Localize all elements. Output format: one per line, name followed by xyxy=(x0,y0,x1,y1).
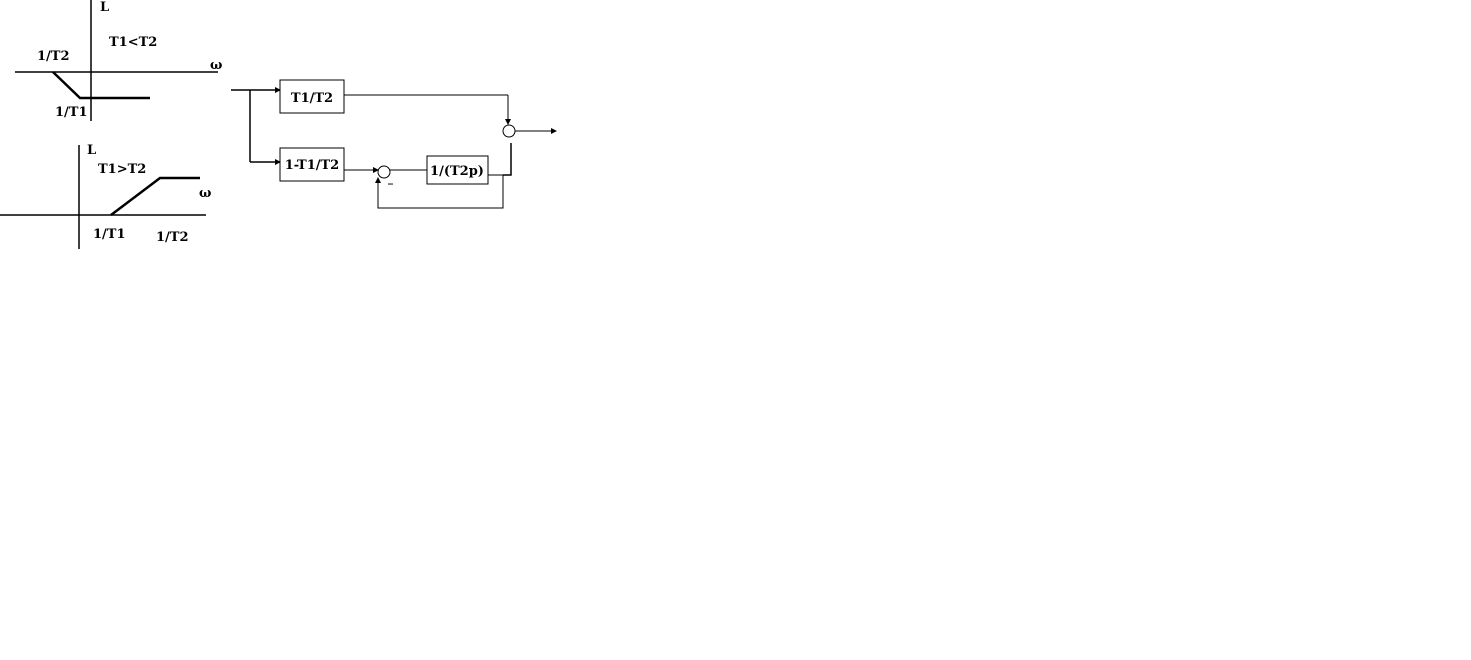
plot-top: L ω T1<T2 1/T2 1/T1 xyxy=(15,0,222,121)
plot-bottom-x-axis-label: ω xyxy=(199,186,211,201)
plot-top-break-label-1: 1/T2 xyxy=(37,49,70,64)
feedback-minus-sign: _ xyxy=(388,174,393,185)
integrator-block xyxy=(426,155,489,185)
gain-block xyxy=(279,79,345,114)
plot-top-magnitude-curve xyxy=(52,71,150,100)
plot-top-y-axis-label: L xyxy=(100,0,109,15)
plot-top-break-label-2: 1/T1 xyxy=(55,105,88,120)
plot-bottom-break-label-1: 1/T1 xyxy=(93,227,126,242)
plot-top-x-axis-label: ω xyxy=(210,58,222,73)
plot-bottom: L ω T1>T2 1/T1 1/T2 xyxy=(0,143,211,249)
lower-block-label: 1-T1/T2 xyxy=(285,158,339,173)
plot-bottom-y-axis-label: L xyxy=(87,143,96,158)
feedback-summing-junction xyxy=(377,165,391,179)
integrator-to-summer-line xyxy=(503,143,512,176)
block-diagram: T1/T2 1-T1/T2 _ 1/(T2p) xyxy=(231,79,557,209)
plot-bottom-break-label-2: 1/T2 xyxy=(156,230,189,245)
output-summing-junction xyxy=(502,124,516,138)
lower-block xyxy=(279,147,345,182)
plot-bottom-magnitude-curve xyxy=(110,176,200,216)
gain-block-label: T1/T2 xyxy=(291,91,333,106)
plot-bottom-condition-label: T1>T2 xyxy=(98,162,146,177)
integrator-block-label: 1/(T2p) xyxy=(430,164,484,179)
plot-top-condition-label: T1<T2 xyxy=(109,35,157,50)
feedback-loop-line xyxy=(375,175,504,209)
